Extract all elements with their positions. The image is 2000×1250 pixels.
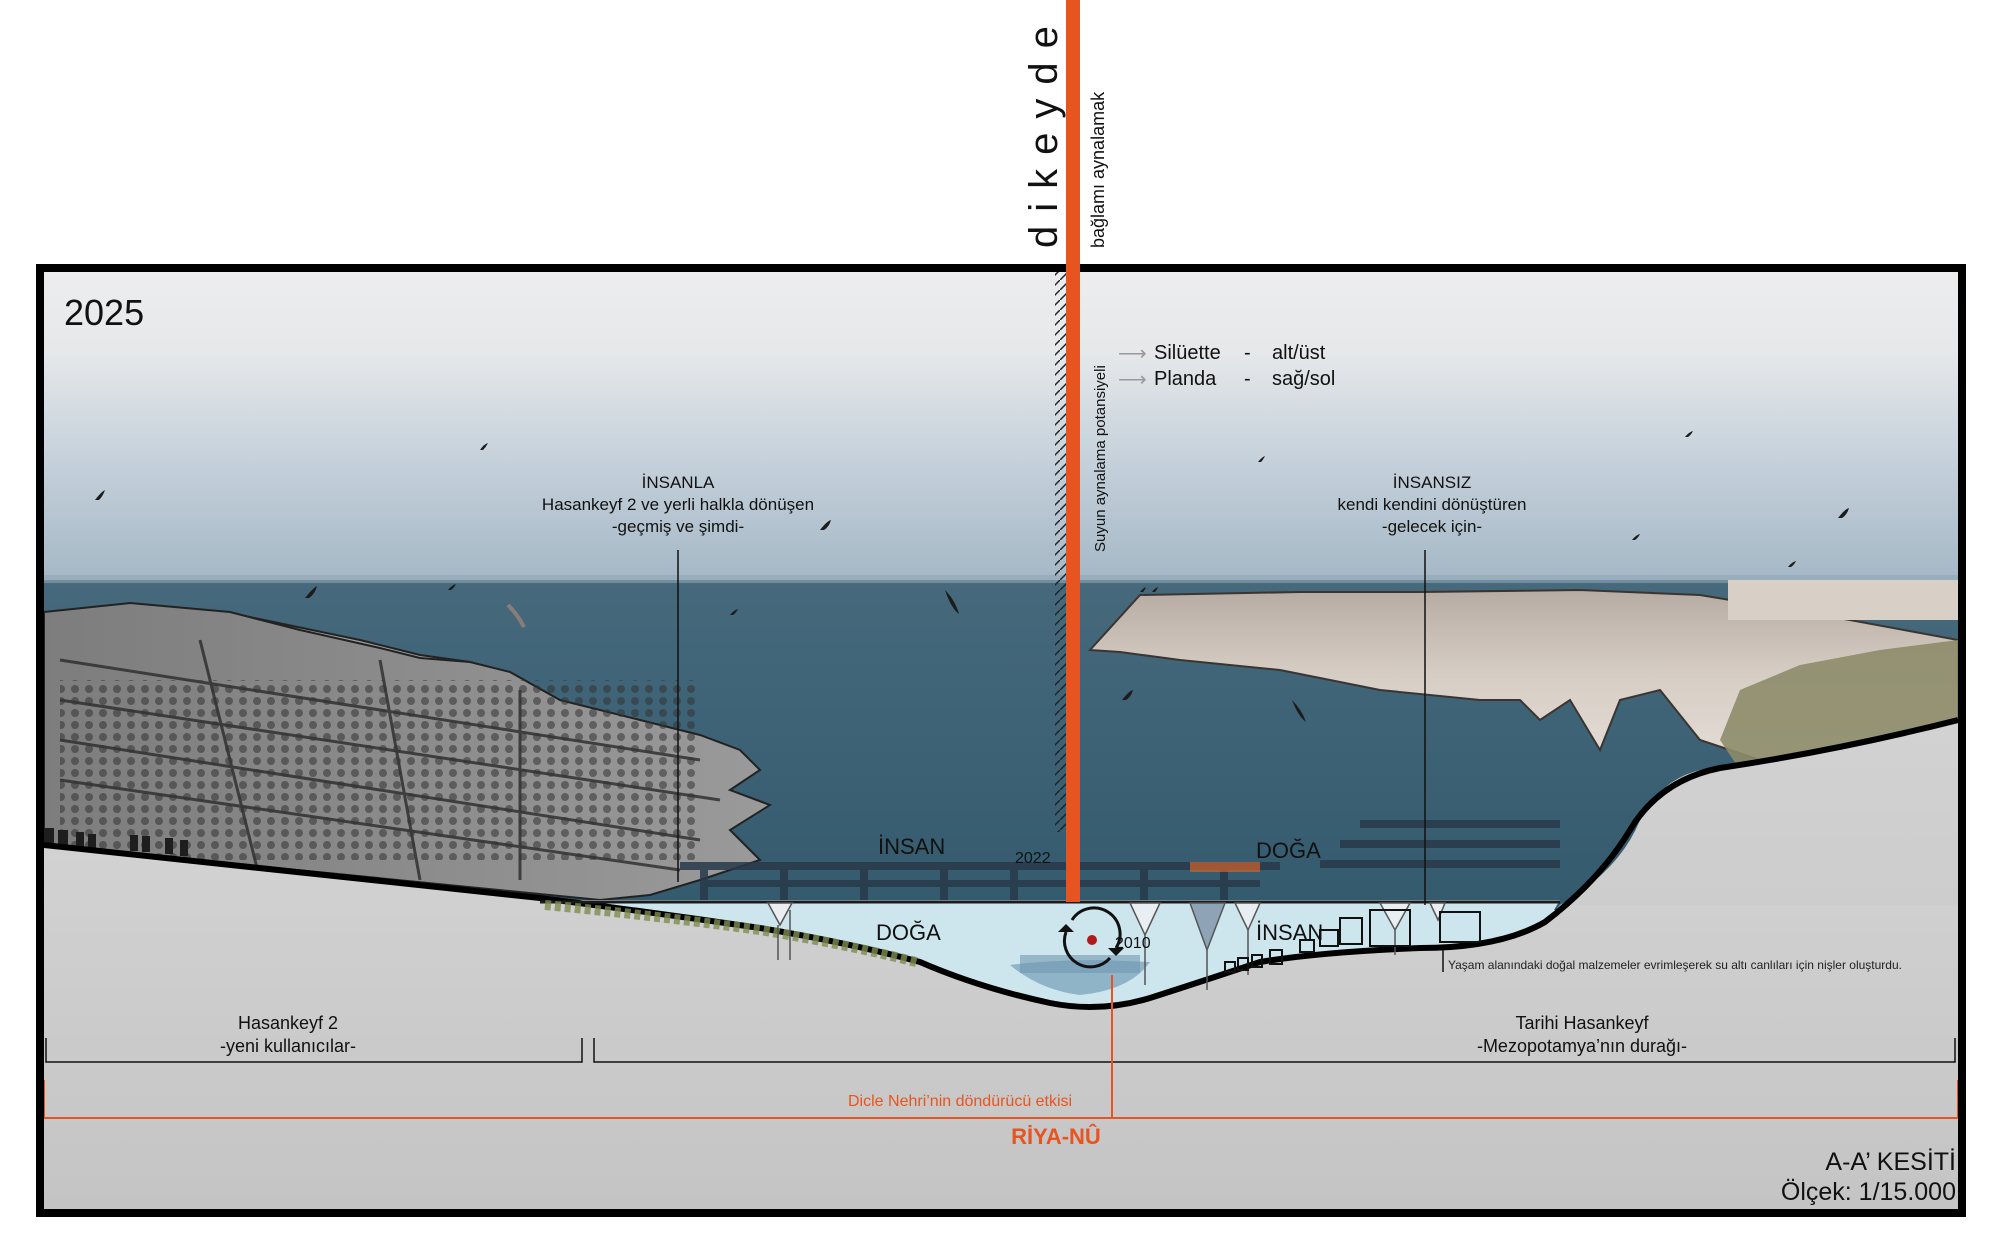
ground-section bbox=[44, 845, 1958, 1211]
label-doga-lower: DOĞA bbox=[876, 920, 941, 945]
submerged-buildings bbox=[1224, 909, 1481, 973]
annotation-note: Yaşam alanındaki doğal malzemeler evriml… bbox=[1448, 958, 1902, 972]
arrow-right-icon: ⟶ bbox=[1118, 342, 1147, 365]
birds bbox=[95, 431, 1849, 722]
pier-structures bbox=[680, 820, 1560, 902]
river-effect-label: Dicle Nehri’nin döndürücü etkisi bbox=[848, 1093, 1073, 1110]
zone-tarihi-hasankeyf: Tarihi Hasankeyf -Mezopotamya’nın durağı… bbox=[1476, 1013, 1688, 1056]
title-dikeyde: dikeyde bbox=[1022, 12, 1066, 248]
left-caption: İNSANLA Hasankeyf 2 ve yerli halkla dönü… bbox=[541, 473, 815, 536]
submerged-cavity bbox=[540, 900, 1560, 1009]
ground-profile-line bbox=[44, 717, 1958, 1010]
section-frame bbox=[36, 264, 1966, 1217]
label-insan-upper: İNSAN bbox=[878, 834, 946, 859]
section-title: A-A’ KESİTİ bbox=[1825, 1148, 1956, 1176]
left-building-silhouettes bbox=[44, 828, 188, 856]
label-insan-lower: İNSAN bbox=[1256, 920, 1324, 945]
mirror-axis-bar bbox=[1066, 0, 1080, 902]
year-2022: 2022 bbox=[1015, 850, 1051, 867]
rotation-icon bbox=[1058, 906, 1124, 969]
sky bbox=[44, 272, 1958, 592]
label-doga-upper: DOĞA bbox=[1256, 838, 1321, 863]
year-2025: 2025 bbox=[64, 292, 145, 333]
note-planda: ⟶ Planda - sağ/sol bbox=[1118, 367, 1336, 391]
right-caption: İNSANSIZ kendi kendini dönüştüren -gelec… bbox=[1337, 473, 1527, 536]
year-2010: 2010 bbox=[1115, 935, 1151, 952]
bracket-hasankeyf-2 bbox=[45, 1038, 583, 1063]
project-name: RİYA-NÛ bbox=[1011, 1124, 1101, 1149]
bracket-riya-nu bbox=[44, 1080, 1958, 1119]
arrow-right-icon: ⟶ bbox=[1118, 368, 1147, 391]
bracket-tarihi-hasankeyf bbox=[593, 1038, 1956, 1063]
mirror-hatch bbox=[1055, 272, 1067, 832]
note-siluette: ⟶ Silüette - alt/üst bbox=[1118, 341, 1326, 365]
left-vegetation bbox=[544, 900, 922, 968]
zone-hasankeyf-2: Hasankeyf 2 -yeni kullanıcılar- bbox=[219, 1013, 357, 1056]
scale-label: Ölçek: 1/15.000 bbox=[1780, 1178, 1956, 1206]
hatch-label: Suyun aynalama potansiyeli bbox=[1092, 365, 1109, 552]
subtitle-baglami-aynalamak: bağlamı aynalamak bbox=[1088, 91, 1108, 248]
mirroring-notes: ⟶ Silüette - alt/üst ⟶ Planda - sağ/sol bbox=[1118, 340, 1335, 392]
far-right-plateau bbox=[1728, 580, 1958, 620]
